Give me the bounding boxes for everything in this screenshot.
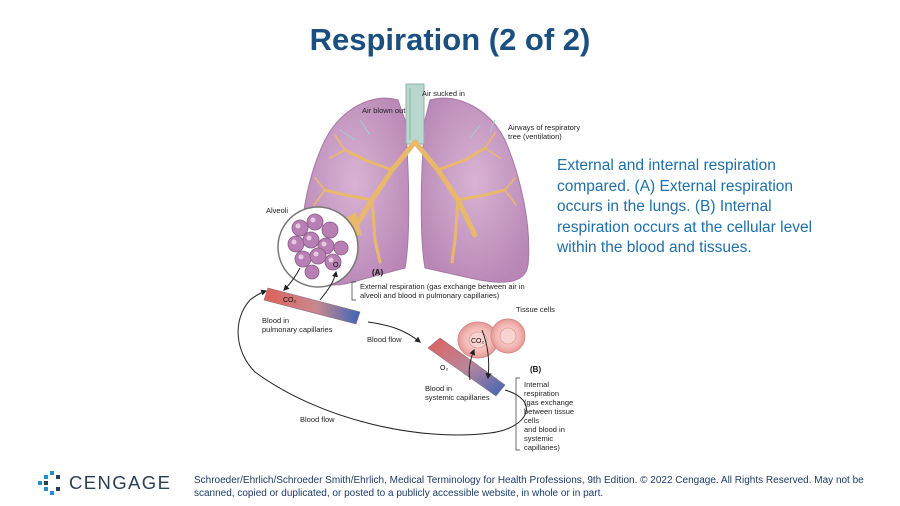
internal-respiration-label: Internal respiration (gas exchange betwe… (524, 380, 574, 452)
alveoli-magnified: O₂ (277, 206, 362, 288)
svg-text:Internal: Internal (524, 380, 549, 389)
svg-text:(gas exchange: (gas exchange (524, 398, 573, 407)
copyright-footer: Schroeder/Ehrlich/Schroeder Smith/Ehrlic… (194, 474, 894, 500)
svg-text:systemic: systemic (524, 434, 553, 443)
flow-arrows (237, 267, 527, 436)
slide-title: Respiration (2 of 2) (309, 22, 591, 57)
alveoli-label: Alveoli (266, 206, 288, 215)
blood-in-systemic-line2: systemic capillaries (425, 393, 490, 402)
pulmonary-capillary (263, 287, 361, 325)
pulmonary-co2-label: CO₂ (283, 297, 297, 304)
blood-in-pulmonary-line1: Blood in (262, 316, 289, 325)
airways-label-line2: tree (ventilation) (508, 132, 562, 141)
panel-a-label: (A) (372, 268, 383, 277)
copyright-line-1: Schroeder/Ehrlich/Schroeder Smith/Ehrlic… (194, 475, 864, 486)
external-respiration-line1: External respiration (gas exchange betwe… (360, 282, 525, 291)
tissue-cells-label: Tissue cells (516, 305, 555, 314)
tissue-co2-label: CO₂ (471, 338, 485, 345)
svg-text:cells: cells (524, 416, 539, 425)
external-respiration-line2: alveoli and blood in pulmonary capillari… (360, 291, 500, 300)
air-sucked-in-label: Air sucked in (422, 89, 465, 98)
copyright-line-2: scanned, copied or duplicated, or posted… (194, 488, 604, 499)
cengage-logo: CENGAGE (36, 470, 171, 496)
blood-in-systemic-line1: Blood in (425, 384, 452, 393)
systemic-capillary (427, 337, 506, 397)
svg-text:respiration: respiration (524, 389, 559, 398)
systemic-o2-label: O₂ (440, 365, 448, 372)
cengage-logo-text: CENGAGE (69, 472, 172, 493)
airways-label-line1: Airways of respiratory (508, 123, 580, 132)
svg-text:and blood in: and blood in (524, 425, 565, 434)
svg-text:between tissue: between tissue (524, 407, 574, 416)
alveoli-o2-label: O₂ (333, 262, 341, 269)
blood-in-pulmonary-line2: pulmonary capillaries (262, 325, 333, 334)
panel-b-label: (B) (530, 365, 541, 374)
blood-flow-label-2: Blood flow (300, 415, 335, 424)
bronchial-tree (313, 132, 517, 264)
right-lung (420, 97, 530, 283)
svg-text:capillaries): capillaries) (524, 443, 560, 452)
blood-flow-label-1: Blood flow (367, 335, 402, 344)
tissue-cells: CO₂ (457, 318, 526, 359)
air-blown-out-label: Air blown out (362, 106, 406, 115)
slide-caption: External and internal respiration compar… (557, 157, 813, 256)
cengage-logo-icon (38, 471, 60, 495)
